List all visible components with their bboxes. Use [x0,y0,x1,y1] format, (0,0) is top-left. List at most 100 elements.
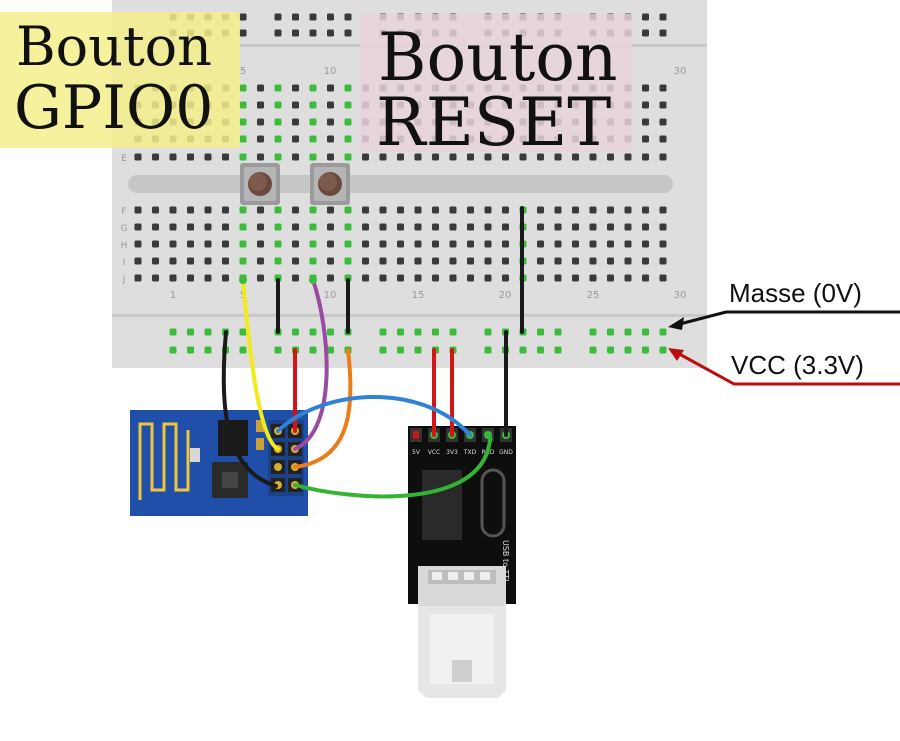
breadboard-hole [397,153,404,161]
breadboard-hole [642,240,649,248]
breadboard-hole [292,257,299,265]
breadboard-hole [589,346,597,354]
breadboard-hole [589,257,597,265]
breadboard-hole [309,223,317,231]
breadboard-hole [484,206,492,214]
breadboard-hole [467,274,474,282]
vcc-label: VCC (3.3V) [731,350,864,380]
breadboard-hole [659,240,667,248]
breadboard-hole [642,257,649,265]
usb-ttl-pin-txd: TXD [463,449,477,456]
breadboard-hole [537,274,544,282]
breadboard-hole [554,240,562,248]
breadboard-hole [432,223,439,231]
breadboard-hole [327,135,334,143]
breadboard-hole [309,257,317,265]
vcc-arrow [668,348,900,386]
breadboard-hole [432,153,439,161]
breadboard-hole [309,153,317,161]
wire-endpoints [239,276,317,284]
wire-green-rx [293,433,493,499]
breadboard-hole [449,257,457,265]
breadboard-hole [169,346,177,354]
breadboard-hole [309,135,317,143]
breadboard-hole [309,84,317,92]
wire-blue-tx [276,395,472,437]
breadboard-hole [449,223,457,231]
breadboard-hole [169,206,177,214]
breadboard-hole [642,328,649,336]
breadboard-hole [659,13,667,21]
reset-button-highlight [360,14,632,152]
breadboard-hole [414,223,422,231]
breadboard-hole [292,274,299,282]
row-letter-h: H [121,241,128,251]
breadboard-hole [327,118,334,126]
breadboard-hole [187,223,194,231]
breadboard-hole [449,240,457,248]
breadboard-hole [274,346,282,354]
breadboard-hole [502,223,509,231]
breadboard-hole [572,206,579,214]
breadboard-hole [257,135,264,143]
breadboard-hole [362,240,369,248]
reset-label-line2: RESET [376,84,611,161]
breadboard-hole [432,206,439,214]
usb-ttl-pin-5v: 5V [412,449,421,456]
breadboard-hole [432,257,439,265]
breadboard-hole [607,153,614,161]
breadboard-hole [169,328,177,336]
breadboard-hole [467,153,474,161]
breadboard-hole [467,206,474,214]
breadboard-hole [554,223,562,231]
breadboard-hole [134,223,142,231]
breadboard-hole [274,223,282,231]
breadboard-hole [257,274,264,282]
breadboard-hole [379,346,387,354]
breadboard-hole [257,101,264,109]
breadboard-hole [589,240,597,248]
breadboard-hole [187,240,194,248]
breadboard-hole [659,328,667,336]
breadboard-hole [239,118,247,126]
breadboard-hole [344,240,352,248]
breadboard-hole [292,328,299,336]
gpio-label-line1: Bouton [16,15,212,78]
breadboard-hole [502,257,509,265]
breadboard-hole [274,153,282,161]
breadboard-hole [292,84,299,92]
breadboard-hole [659,29,667,37]
breadboard-hole [204,257,212,265]
breadboard-hole [344,84,352,92]
breadboard-hole [152,274,159,282]
breadboard-hole [362,153,369,161]
wire-yellow-gpio0 [241,278,280,451]
row-letter-j: J [122,275,126,285]
col-number-bottom-25: 25 [587,290,600,301]
breadboard-hole [624,346,632,354]
row-letter-e: E [121,154,127,164]
breadboard-hole [432,274,439,282]
breadboard-hole [274,101,282,109]
breadboard-hole [607,346,614,354]
breadboard-hole [344,257,352,265]
breadboard-hole [239,223,247,231]
breadboard-hole [379,257,387,265]
breadboard-hole [344,29,352,37]
breadboard-hole [344,206,352,214]
breadboard-hole [642,29,649,37]
breadboard-hole [379,274,387,282]
row-letter-f: F [121,207,126,217]
breadboard-hole [484,223,492,231]
breadboard-hole [344,153,352,161]
breadboard-hole [659,274,667,282]
breadboard-hole [379,240,387,248]
breadboard-hole [134,206,142,214]
breadboard-hole [152,257,159,265]
breadboard-hole [292,153,299,161]
breadboard-hole [642,206,649,214]
wire-purple-reset [293,278,329,451]
gpio-button-highlight [0,12,240,148]
reset-label-line1: Bouton [378,19,618,96]
breadboard-hole [589,328,597,336]
